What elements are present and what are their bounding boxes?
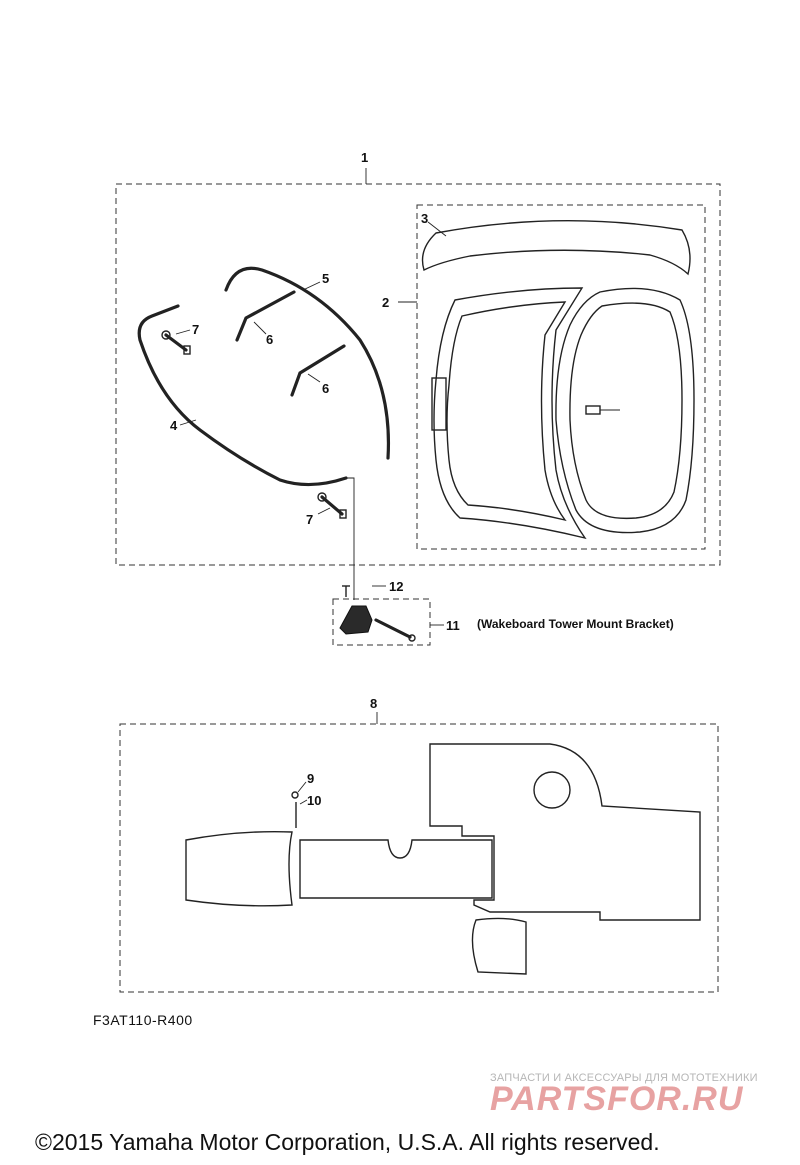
watermark-brand: PARTSFOR.RU xyxy=(490,1080,744,1118)
callout-2: 2 xyxy=(382,295,389,310)
watermark-tagline: ЗАПЧАСТИ И АКСЕССУАРЫ ДЛЯ МОТОТЕХНИКИ xyxy=(490,1072,758,1084)
part-2-mat-right xyxy=(555,287,695,534)
part-2-mat-left xyxy=(433,287,587,540)
callout-7a: 7 xyxy=(192,322,199,337)
callout-1: 1 xyxy=(361,150,368,165)
diagram-code: F3AT110-R400 xyxy=(93,1012,193,1028)
callout-12: 12 xyxy=(389,579,403,594)
group-frame-1 xyxy=(115,183,721,566)
part-2-mat-tab xyxy=(431,377,447,431)
part-6-rod-b xyxy=(290,344,346,397)
callout-3: 3 xyxy=(421,211,428,226)
callout-6a: 6 xyxy=(266,332,273,347)
callout-10: 10 xyxy=(307,793,321,808)
part-8-mat-rear xyxy=(429,743,701,921)
part-8-mat-hole xyxy=(533,771,571,809)
callout-9: 9 xyxy=(307,771,314,786)
part-8-mat-front xyxy=(185,830,293,907)
part-8-mat-small xyxy=(471,917,527,975)
part-2-mat-left-inner xyxy=(446,301,567,522)
callout-8: 8 xyxy=(370,696,377,711)
connector-line xyxy=(346,477,355,600)
part-6-rod-a xyxy=(235,290,296,342)
part-7-fitting-a xyxy=(161,330,191,355)
part-3-top-cushion xyxy=(421,220,691,276)
part-7-fitting-b xyxy=(317,492,347,519)
part-12-bolt xyxy=(342,585,350,597)
part-2-center-clip xyxy=(585,405,601,415)
callout-5: 5 xyxy=(322,271,329,286)
part-11-bracket xyxy=(339,605,416,642)
callout-7b: 7 xyxy=(306,512,313,527)
part-4-tube xyxy=(137,304,348,487)
callout-4: 4 xyxy=(170,418,178,433)
part-5-tube xyxy=(224,266,391,460)
part-2-mat-right-inner xyxy=(569,302,683,520)
callout-11: 11 xyxy=(446,618,460,633)
group-frame-11 xyxy=(332,598,431,646)
group-frame-2 xyxy=(416,204,706,550)
copyright-text: ©2015 Yamaha Motor Corporation, U.S.A. A… xyxy=(35,1129,660,1155)
part-8-mat-middle xyxy=(299,839,493,899)
callout-6b: 6 xyxy=(322,381,329,396)
part-9-fastener xyxy=(291,791,299,799)
group-frame-8 xyxy=(119,723,719,993)
bracket-note: (Wakeboard Tower Mount Bracket) xyxy=(477,617,674,631)
